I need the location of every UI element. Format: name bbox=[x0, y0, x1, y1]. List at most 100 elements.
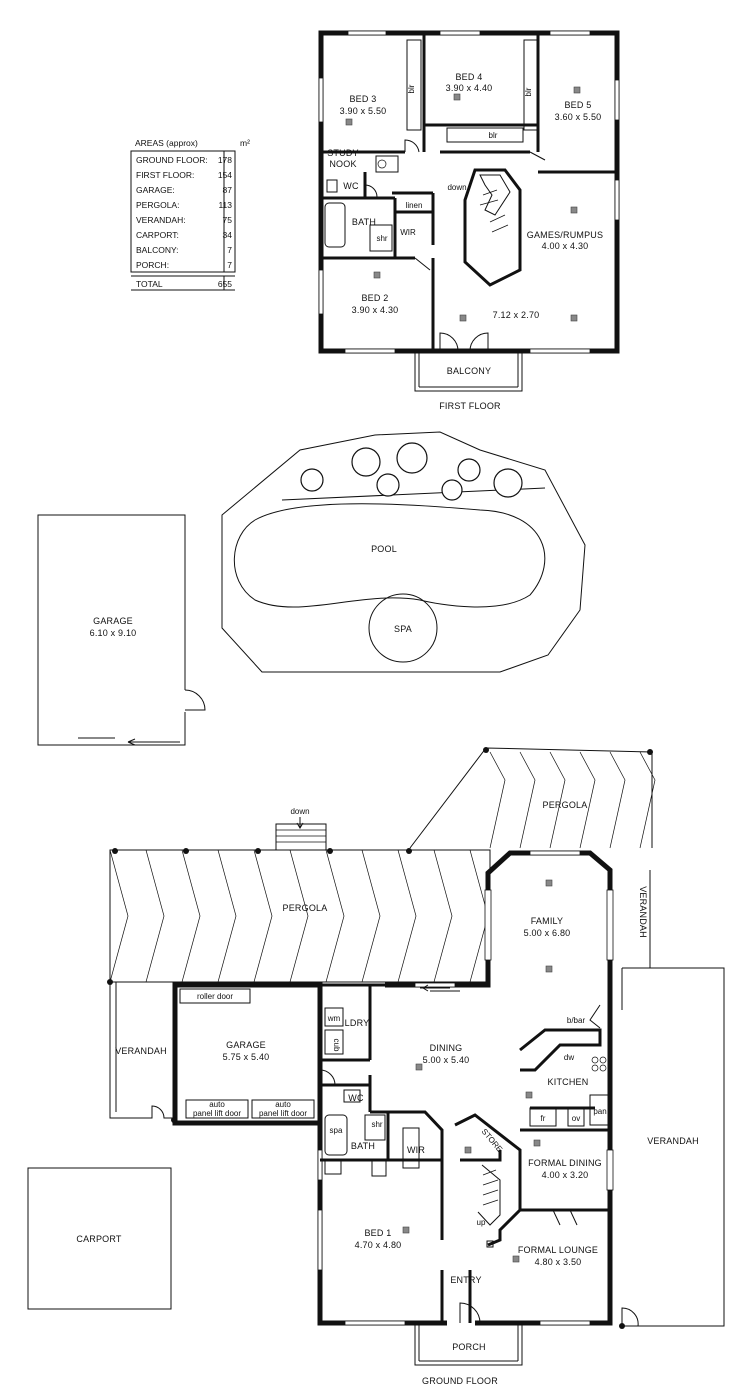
gf-garage-name: GARAGE bbox=[226, 1040, 266, 1050]
det-garage-name: GARAGE bbox=[93, 616, 133, 626]
pan-label: pan bbox=[593, 1107, 606, 1116]
pergola-rafter bbox=[639, 751, 656, 849]
gf-garage-size: 5.75 x 5.40 bbox=[223, 1052, 270, 1062]
first-floor-caption: FIRST FLOOR bbox=[439, 401, 501, 411]
areas-total-value: 655 bbox=[218, 279, 232, 289]
gf-spa-label: spa bbox=[330, 1126, 343, 1135]
roller-door-label: roller door bbox=[197, 992, 233, 1001]
auto-door-2-line2: panel lift door bbox=[259, 1109, 307, 1118]
pergola-rafter bbox=[325, 849, 345, 983]
ff-shr-label: shr bbox=[376, 234, 387, 243]
pergola-rafter bbox=[549, 751, 566, 849]
pergola-rafter bbox=[145, 849, 165, 983]
games-name: GAMES/RUMPUS bbox=[527, 230, 603, 240]
dw-label: dw bbox=[564, 1053, 574, 1062]
formal-lounge-size: 4.80 x 3.50 bbox=[535, 1257, 582, 1267]
ground-floor-caption: GROUND FLOOR bbox=[422, 1376, 498, 1386]
gf-shr-label: shr bbox=[371, 1120, 382, 1129]
up-label: up bbox=[477, 1218, 486, 1227]
pergola-rafter bbox=[217, 849, 237, 983]
ov-label: ov bbox=[572, 1114, 580, 1123]
areas-row-value: 75 bbox=[223, 215, 233, 225]
bbar-label: b/bar bbox=[567, 1016, 586, 1025]
ff-bath-label: BATH bbox=[352, 217, 376, 227]
areas-row-label: PORCH: bbox=[136, 260, 169, 270]
areas-row-value: 113 bbox=[218, 200, 232, 210]
verandah-label-right: VERANDAH bbox=[647, 1136, 699, 1146]
family-name: FAMILY bbox=[531, 916, 564, 926]
bed5-name: BED 5 bbox=[564, 100, 591, 110]
areas-row-label: FIRST FLOOR: bbox=[136, 170, 194, 180]
pool-area: POOL SPA bbox=[221, 431, 586, 673]
auto-door-1-line2: panel lift door bbox=[193, 1109, 241, 1118]
pergola-rafter bbox=[579, 751, 596, 849]
areas-title: AREAS (approx) bbox=[135, 138, 198, 148]
bed3-size: 3.90 x 5.50 bbox=[340, 106, 387, 116]
study-nook-line2: NOOK bbox=[329, 159, 356, 169]
porch-label: PORCH bbox=[452, 1342, 486, 1352]
fr-label: fr bbox=[541, 1114, 546, 1123]
areas-row-label: VERANDAH: bbox=[136, 215, 186, 225]
spa-label: SPA bbox=[394, 624, 412, 634]
det-garage-size: 6.10 x 9.10 bbox=[90, 628, 137, 638]
verandah-label-right-top: VERANDAH bbox=[638, 886, 648, 938]
detached-garage: GARAGE 6.10 x 9.10 bbox=[37, 514, 206, 746]
pergola-rafter bbox=[609, 751, 626, 849]
formal-dining-name: FORMAL DINING bbox=[528, 1158, 602, 1168]
ff-blr-3: blr bbox=[489, 131, 498, 140]
gf-down-label: down bbox=[290, 807, 309, 816]
areas-row-label: GARAGE: bbox=[136, 185, 175, 195]
carport: CARPORT bbox=[27, 1167, 172, 1310]
wm-label: wm bbox=[327, 1014, 341, 1023]
formal-dining-size: 4.00 x 3.20 bbox=[542, 1170, 589, 1180]
kitchen-label: KITCHEN bbox=[548, 1077, 589, 1087]
entry-label: ENTRY bbox=[450, 1275, 481, 1285]
bed3-name: BED 3 bbox=[349, 94, 376, 104]
areas-row-value: 7 bbox=[227, 260, 232, 270]
games-size: 4.00 x 4.30 bbox=[542, 241, 589, 251]
bed1-size: 4.70 x 4.80 bbox=[355, 1240, 402, 1250]
bed2-size: 3.90 x 4.30 bbox=[352, 305, 399, 315]
pergola-rafter bbox=[361, 849, 381, 983]
pergola-rafter bbox=[289, 849, 309, 983]
first-floor-plan: BED 3 3.90 x 5.50 BED 4 3.90 x 4.40 BED … bbox=[318, 30, 620, 411]
carport-label: CARPORT bbox=[76, 1234, 122, 1244]
ff-wir-label: WIR bbox=[400, 228, 416, 237]
bed4-name: BED 4 bbox=[455, 72, 482, 82]
bed1-name: BED 1 bbox=[364, 1228, 391, 1238]
pergola-label-2: PERGOLA bbox=[543, 800, 588, 810]
bed4-size: 3.90 x 4.40 bbox=[446, 83, 493, 93]
ff-wc-label: WC bbox=[343, 181, 359, 191]
verandah-label-left: VERANDAH bbox=[115, 1046, 167, 1056]
ff-linen-label: linen bbox=[406, 201, 423, 210]
areas-unit: m² bbox=[240, 138, 250, 148]
pergola-rafter bbox=[181, 849, 201, 983]
gf-wir-label: WIR bbox=[407, 1145, 425, 1155]
landing-size: 7.12 x 2.70 bbox=[493, 310, 540, 320]
areas-row-value: 34 bbox=[223, 230, 233, 240]
family-size: 5.00 x 6.80 bbox=[524, 928, 571, 938]
gf-bath-label: BATH bbox=[351, 1141, 375, 1151]
auto-door-2-line1: auto bbox=[275, 1100, 291, 1109]
cub-label: cub bbox=[332, 1039, 341, 1052]
pergola-rafter bbox=[433, 849, 453, 983]
balcony-label: BALCONY bbox=[447, 366, 491, 376]
areas-row-value: 87 bbox=[223, 185, 233, 195]
ff-down-label: down bbox=[447, 183, 466, 192]
areas-row-value: 154 bbox=[218, 170, 232, 180]
pergola-label-1: PERGOLA bbox=[283, 903, 328, 913]
areas-total-label: TOTAL bbox=[136, 279, 163, 289]
dining-size: 5.00 x 5.40 bbox=[423, 1055, 470, 1065]
auto-door-1-line1: auto bbox=[209, 1100, 225, 1109]
pergola-rafter bbox=[109, 849, 129, 983]
ground-floor-plan: down PERGOLA PERGOLA VERANDAH VERANDAH V… bbox=[107, 747, 725, 1386]
pool-label: POOL bbox=[371, 544, 397, 554]
ff-blr-1: blr bbox=[407, 84, 416, 93]
study-nook-line1: STUDY bbox=[327, 148, 359, 158]
ldry-label: LDRY bbox=[345, 1018, 370, 1028]
pergola-rafter bbox=[397, 849, 417, 983]
pergola-rafter bbox=[253, 849, 273, 983]
pergola-rafter bbox=[489, 751, 506, 849]
store-label: STORE bbox=[480, 1127, 505, 1154]
